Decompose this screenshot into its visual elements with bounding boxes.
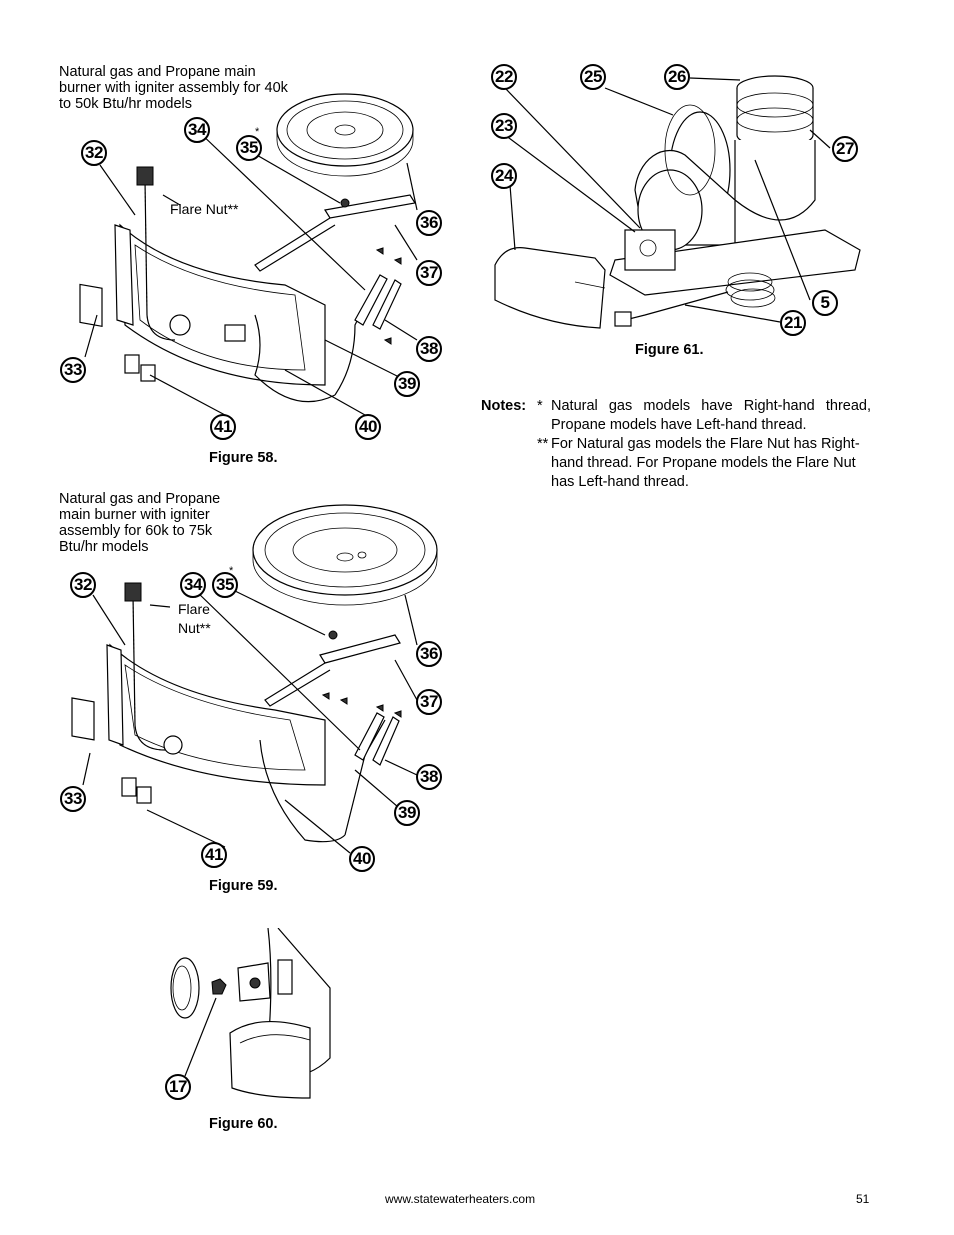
note1-line2: Propane models have Left-hand thread. (551, 417, 807, 433)
callout-35-fig58: 35 (236, 135, 262, 161)
figure60-illustration (170, 928, 331, 1099)
callout-32-fig59: 32 (70, 572, 96, 598)
note2-line2: hand thread. For Propane models the Flar… (551, 455, 856, 471)
callout-26-fig61: 26 (664, 64, 690, 90)
note1-marker: * (537, 398, 543, 414)
callout-38-fig59: 38 (416, 764, 442, 790)
nut-label-fig59: Nut** (178, 620, 211, 636)
callout-41-fig59: 41 (201, 842, 227, 868)
callout-25-fig61: 25 (580, 64, 606, 90)
thread-note-marker-fig58: * (255, 126, 260, 138)
note1-line1: Natural gas models have Right-hand threa… (551, 398, 871, 414)
callout-24-fig61: 24 (491, 163, 517, 189)
callout-39-fig58: 39 (394, 371, 420, 397)
callout-35-fig59: 35 (212, 572, 238, 598)
callout-37-fig58: 37 (416, 260, 442, 286)
notes-heading: Notes: (481, 398, 527, 414)
callout-37-fig59: 37 (416, 689, 442, 715)
callout-36-fig58: 36 (416, 210, 442, 236)
note2-line1: For Natural gas models the Flare Nut has… (551, 436, 860, 452)
note2-marker: ** (537, 436, 549, 452)
callout-17-fig60: 17 (165, 1074, 191, 1100)
thread-note-marker-fig59: * (229, 565, 234, 577)
callout-40-fig58: 40 (355, 414, 381, 440)
figure59-label: Figure 59. (209, 878, 278, 894)
callout-32-fig58: 32 (81, 140, 107, 166)
footer-website: www.statewaterheaters.com (385, 1192, 536, 1206)
callout-38-fig58: 38 (416, 336, 442, 362)
callout-23-fig61: 23 (491, 113, 517, 139)
figure59-caption: Natural gas and Propane main burner with… (59, 491, 221, 555)
callout-36-fig59: 36 (416, 641, 442, 667)
callout-34-fig58: 34 (184, 117, 210, 143)
callout-33-fig58: 33 (60, 357, 86, 383)
callout-40-fig59: 40 (349, 846, 375, 872)
note2-line3: has Left-hand thread. (551, 474, 689, 490)
figure58-label: Figure 58. (209, 450, 278, 466)
flare-nut-label-fig58: Flare Nut** (170, 201, 239, 217)
figure61-illustration (494, 75, 861, 329)
callout-22-fig61: 22 (491, 64, 517, 90)
figure58-caption: Natural gas and Propane main burner with… (59, 64, 288, 112)
callout-33-fig59: 33 (60, 786, 86, 812)
callout-5-fig61: 5 (812, 290, 838, 316)
figure58-illustration (79, 93, 418, 416)
flare-label-fig59: Flare (178, 601, 210, 617)
callout-41-fig58: 41 (210, 414, 236, 440)
callout-39-fig59: 39 (394, 800, 420, 826)
callout-27-fig61: 27 (832, 136, 858, 162)
figure59-illustration (71, 504, 438, 854)
callout-34-fig59: 34 (180, 572, 206, 598)
callout-21-fig61: 21 (780, 310, 806, 336)
figure61-label: Figure 61. (635, 342, 704, 358)
figure60-label: Figure 60. (209, 1116, 278, 1132)
page-number: 51 (856, 1192, 870, 1206)
